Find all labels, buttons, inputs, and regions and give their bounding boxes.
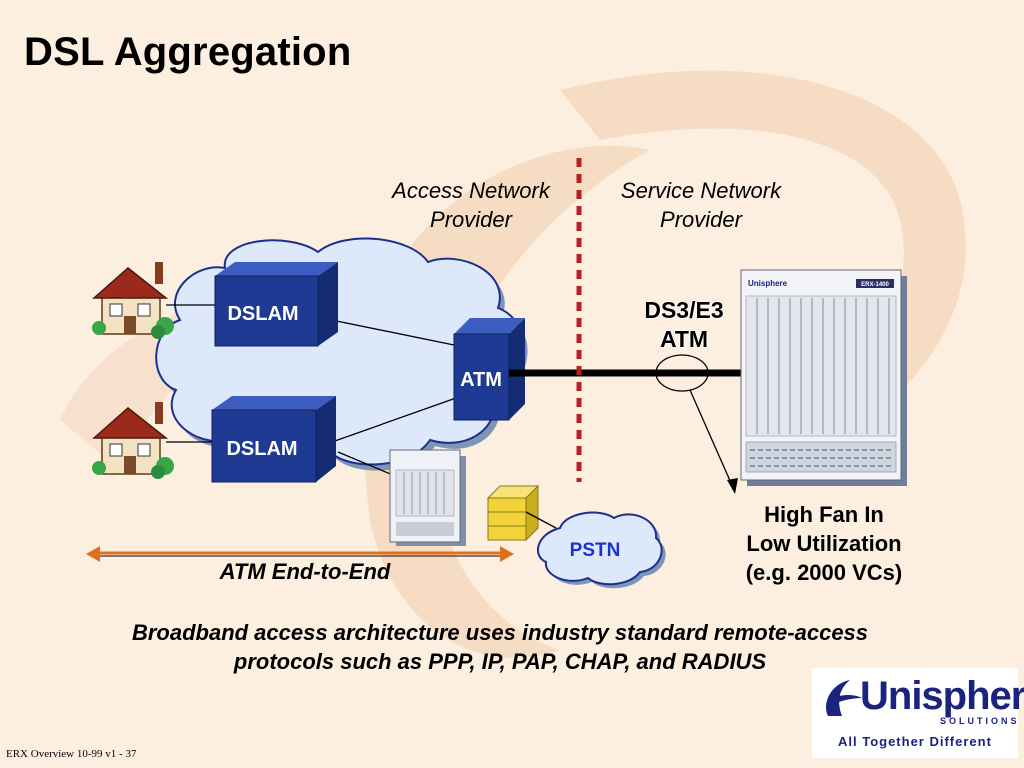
- unisphere-logo: Unisphere SOLUTIONS All Together Differe…: [812, 668, 1024, 758]
- logo-sub: SOLUTIONS: [940, 716, 1020, 726]
- fan-in-line-1: High Fan In: [764, 502, 884, 527]
- link-highlight: [655, 354, 709, 392]
- erx-chassis: Unisphere ERX-1400: [740, 269, 907, 486]
- end-to-end-arrow: [86, 546, 514, 562]
- chassis-model: ERX-1400: [861, 282, 889, 288]
- logo-name: Unisphere: [860, 674, 1024, 718]
- atm-switch: ATM: [453, 318, 525, 421]
- fan-in-note: High Fan In Low Utilization (e.g. 2000 V…: [724, 500, 924, 587]
- slide-footer: ERX Overview 10-99 v1 - 37: [6, 748, 137, 760]
- pstn-cloud: PSTN: [536, 511, 666, 589]
- fan-in-line-2: Low Utilization: [746, 531, 902, 556]
- link-type-label: DS3/E3 ATM: [624, 296, 744, 354]
- voice-gateway-icon: [486, 484, 540, 542]
- access-network-line-2: Provider: [430, 207, 512, 232]
- link-type-line-2: ATM: [659, 326, 709, 352]
- service-network-line-2: Provider: [660, 207, 742, 232]
- small-chassis: [389, 449, 466, 546]
- end-to-end-label: ATM End-to-End: [219, 559, 391, 584]
- access-network-line-1: Access Network: [392, 178, 550, 203]
- pstn-label: PSTN: [570, 540, 621, 561]
- house-icon: [92, 402, 174, 479]
- house-icon: [92, 262, 174, 339]
- dslam-label: DSLAM: [226, 438, 297, 460]
- logo-swoosh-icon: [826, 680, 862, 716]
- bottom-note-line-1: Broadband access architecture uses indus…: [131, 620, 869, 645]
- dslam-box: DSLAM: [214, 262, 338, 347]
- service-network-line-1: Service Network: [620, 178, 782, 203]
- dslam-label: DSLAM: [227, 303, 298, 325]
- link-type-line-1: DS3/E3: [644, 297, 724, 323]
- service-network-label: Service Network Provider: [596, 176, 806, 234]
- atm-label: ATM: [460, 369, 502, 391]
- logo-tagline: All Together Different: [838, 734, 992, 749]
- bottom-note: Broadband access architecture uses indus…: [60, 618, 940, 676]
- fan-in-line-3: (e.g. 2000 VCs): [745, 560, 903, 585]
- slide-title: DSL Aggregation: [24, 30, 352, 74]
- dslam-box: DSLAM: [211, 396, 336, 483]
- bottom-note-line-2: protocols such as PPP, IP, PAP, CHAP, an…: [233, 649, 767, 674]
- chassis-brand: Unisphere: [748, 279, 788, 288]
- access-network-label: Access Network Provider: [366, 176, 576, 234]
